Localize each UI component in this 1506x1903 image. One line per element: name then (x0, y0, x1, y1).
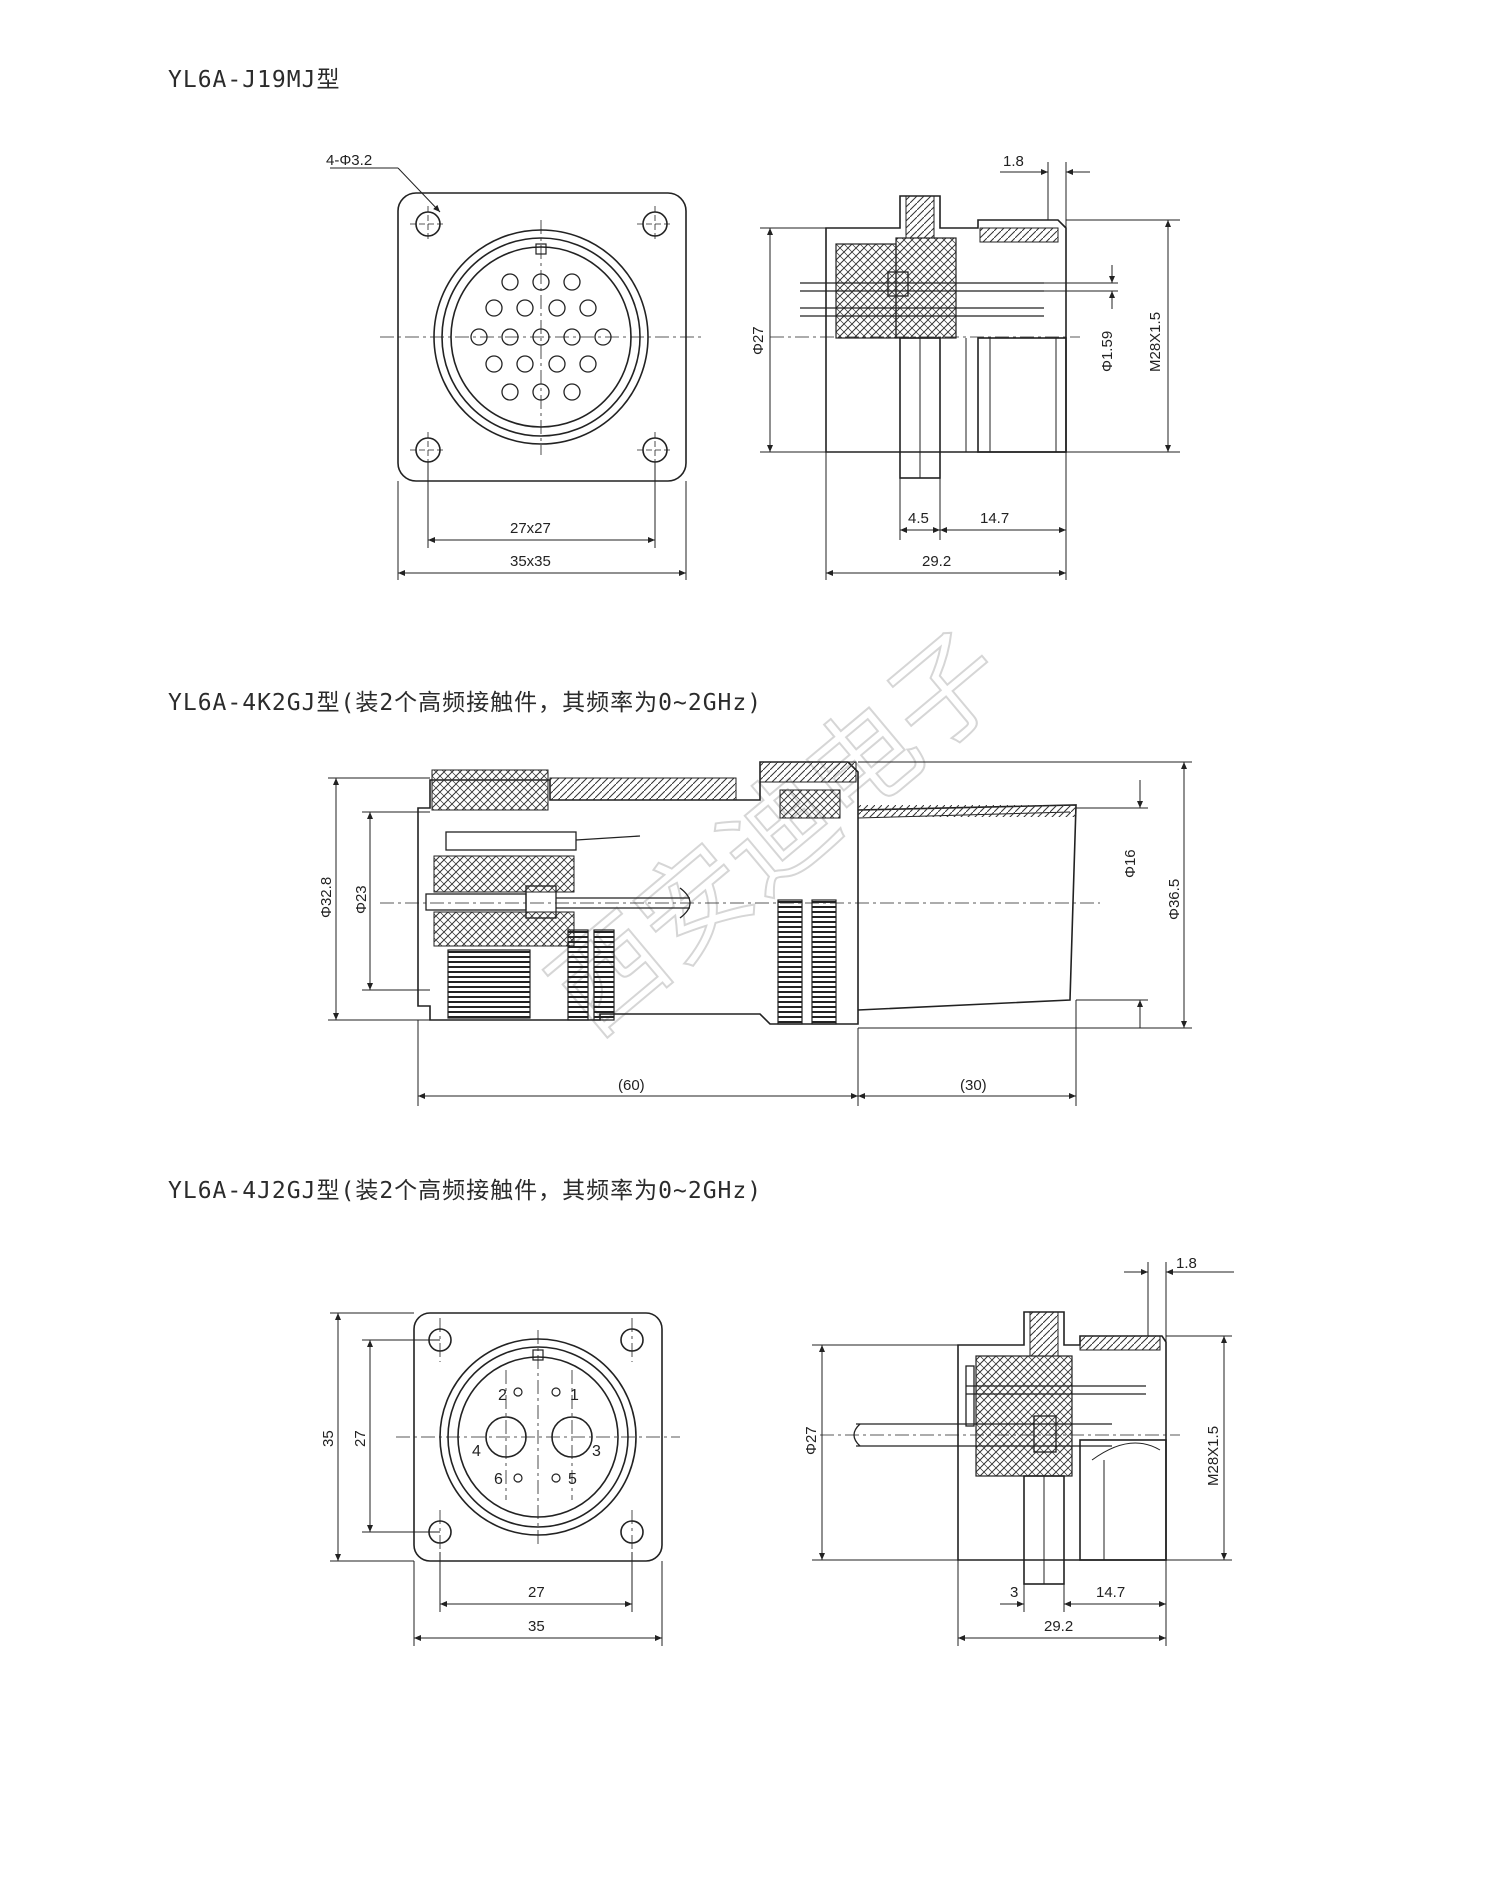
dim-height-35: 35 (320, 1430, 337, 1447)
dim-height-27: 27 (352, 1430, 369, 1447)
pin-label-1: 1 (570, 1387, 579, 1404)
section-2-side-view (328, 761, 1192, 1106)
dim-len-60: (60) (618, 1077, 645, 1094)
dim-dia-36-5: Φ36.5 (1166, 879, 1183, 920)
dim-1-8: 1.8 (1003, 153, 1024, 170)
section-1-side-view (760, 162, 1180, 580)
dim-dia-23: Φ23 (353, 885, 370, 914)
pin-label-5: 5 (568, 1471, 577, 1488)
dim-dia-27-b: Φ27 (803, 1426, 820, 1455)
dim-pin-dia: Φ1.59 (1099, 331, 1116, 372)
section-1-title: YL6A-J19MJ型 (168, 67, 341, 93)
dim-width-35: 35 (528, 1618, 545, 1635)
dim-14-7: 14.7 (980, 510, 1009, 527)
dim-14-7-b: 14.7 (1096, 1584, 1125, 1601)
dim-29-2: 29.2 (922, 553, 951, 570)
pin-label-6: 6 (494, 1471, 503, 1488)
dim-thread-b: M28X1.5 (1205, 1426, 1222, 1486)
dim-len-30: (30) (960, 1077, 987, 1094)
dim-dia-16: Φ16 (1122, 849, 1139, 878)
dim-35x35: 35x35 (510, 553, 551, 570)
dim-3: 3 (1010, 1584, 1018, 1601)
pin-label-3: 3 (592, 1443, 601, 1460)
pin-label-2: 2 (498, 1387, 507, 1404)
section-1-front-view (330, 167, 702, 580)
dim-29-2-b: 29.2 (1044, 1618, 1073, 1635)
dim-thread: M28X1.5 (1147, 312, 1164, 372)
dim-4-5: 4.5 (908, 510, 929, 527)
dim-dia-27: Φ27 (750, 326, 767, 355)
section-2-title: YL6A-4K2GJ型(装2个高频接触件，其频率为0~2GHz) (168, 690, 763, 716)
pin-label-4: 4 (472, 1443, 481, 1460)
dim-dia-32-8: Φ32.8 (318, 877, 335, 918)
dim-width-27: 27 (528, 1584, 545, 1601)
section-3-front-view (330, 1312, 680, 1646)
section-3-side-view (812, 1262, 1234, 1646)
hole-callout: 4-Φ3.2 (326, 152, 372, 169)
dim-1-8-b: 1.8 (1176, 1255, 1197, 1272)
section-3-title: YL6A-4J2GJ型(装2个高频接触件，其频率为0~2GHz) (168, 1178, 763, 1204)
dim-27x27: 27x27 (510, 520, 551, 537)
